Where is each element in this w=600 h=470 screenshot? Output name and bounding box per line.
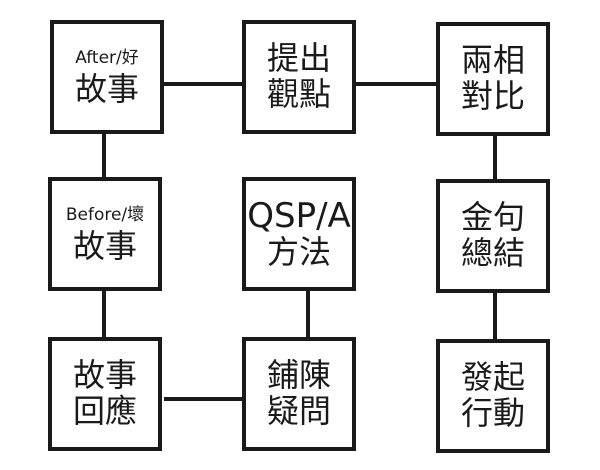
box-compare: 兩相 對比 [436,22,550,136]
box-story-response: 故事 回應 [48,337,162,451]
box-call-to-action-line1: 發起 [460,358,525,397]
connector-after-to-present [164,82,242,86]
box-golden-summary: 金句 總結 [436,179,550,293]
box-after-story: After/好 故事 [50,20,164,134]
box-raise-question-line2: 疑問 [266,392,331,430]
box-before-story-line2: 故事 [72,226,137,265]
connector-present-to-compare [356,82,436,86]
box-qsp-method-line2: 方法 [266,233,331,272]
box-compare-line2: 對比 [460,77,525,115]
box-golden-summary-line2: 總結 [460,234,525,272]
box-compare-line1: 兩相 [460,41,525,80]
box-golden-summary-line1: 金句 [460,198,525,237]
box-call-to-action: 發起 行動 [436,339,550,453]
box-after-story-line1: After/好 [75,48,139,69]
box-raise-question: 鋪陳 疑問 [242,337,356,451]
box-raise-question-line1: 鋪陳 [266,356,331,395]
box-before-story: Before/壞 故事 [48,177,162,291]
connector-before-to-response [102,291,106,337]
connector-qsp-to-question [306,291,310,337]
box-present-view-line2: 觀點 [266,75,331,113]
box-qsp-method-line1: QSP/A [247,196,351,237]
box-after-story-line2: 故事 [74,69,139,108]
connector-after-to-before [102,133,106,177]
box-present-view-line1: 提出 [266,39,331,78]
connector-summary-to-action [493,293,497,339]
box-before-story-line1: Before/壞 [65,205,145,226]
box-present-view: 提出 觀點 [242,20,356,134]
box-qsp-method: QSP/A 方法 [242,177,356,291]
box-call-to-action-line2: 行動 [460,394,525,432]
connector-compare-to-summary [493,135,497,179]
box-story-response-line1: 故事 [72,356,137,395]
connector-response-to-question [164,397,242,401]
box-story-response-line2: 回應 [72,392,137,430]
